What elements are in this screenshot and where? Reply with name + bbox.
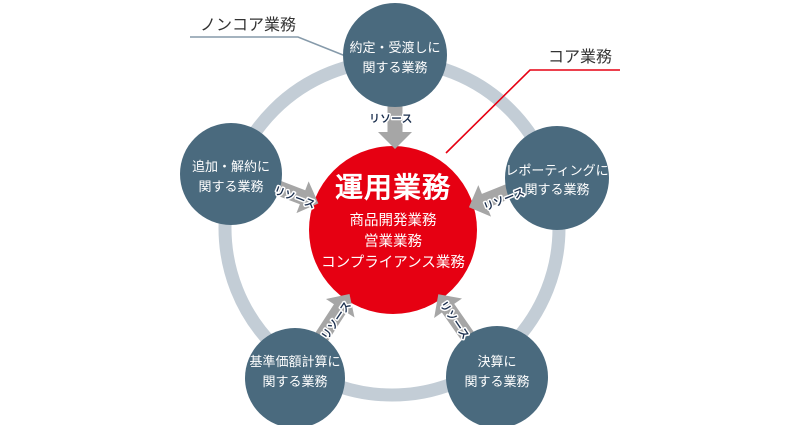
satellite-label-bottom-right-line1: 決算に [477, 354, 516, 369]
satellite-label-bottom-left-line1: 基準価額計算に [249, 354, 340, 369]
noncore-label: ノンコア業務 [200, 16, 296, 34]
resource-arrow-bottom-left [312, 294, 355, 346]
satellite-label-top-line1: 約定・受渡しに [349, 40, 440, 55]
center-item-compliance: コンプライアンス業務 [321, 254, 465, 271]
satellite-circle-bottom-right [446, 326, 548, 425]
noncore-leader-line [190, 36, 349, 58]
satellite-label-right-line2: 関する業務 [524, 182, 589, 197]
resource-arrow-bottom-right [434, 294, 478, 346]
center-title: 運用業務 [335, 172, 451, 203]
satellite-circle-top [343, 3, 447, 107]
resource-arrow-top [378, 103, 412, 149]
satellite-label-bottom-left-line2: 関する業務 [262, 374, 327, 389]
satellite-circle-left [180, 123, 282, 225]
satellite-label-top-line2: 関する業務 [362, 60, 427, 75]
satellite-label-left-line2: 関する業務 [198, 179, 263, 194]
center-circle [309, 146, 477, 314]
satellite-circle-bottom-left [245, 328, 345, 425]
core-label: コア業務 [548, 48, 612, 66]
satellite-label-bottom-right-line2: 関する業務 [464, 374, 529, 389]
satellite-circle-right [505, 126, 609, 230]
resource-arrow-label-top: リソース [369, 113, 412, 125]
satellite-label-right-line1: レポーティングに [505, 163, 608, 178]
center-item-sales: 営業業務 [364, 233, 422, 250]
center-item-product-development: 商品開発業務 [350, 212, 437, 229]
satellite-label-left-line1: 追加・解約に [192, 159, 270, 174]
core-leader-line [445, 69, 620, 154]
